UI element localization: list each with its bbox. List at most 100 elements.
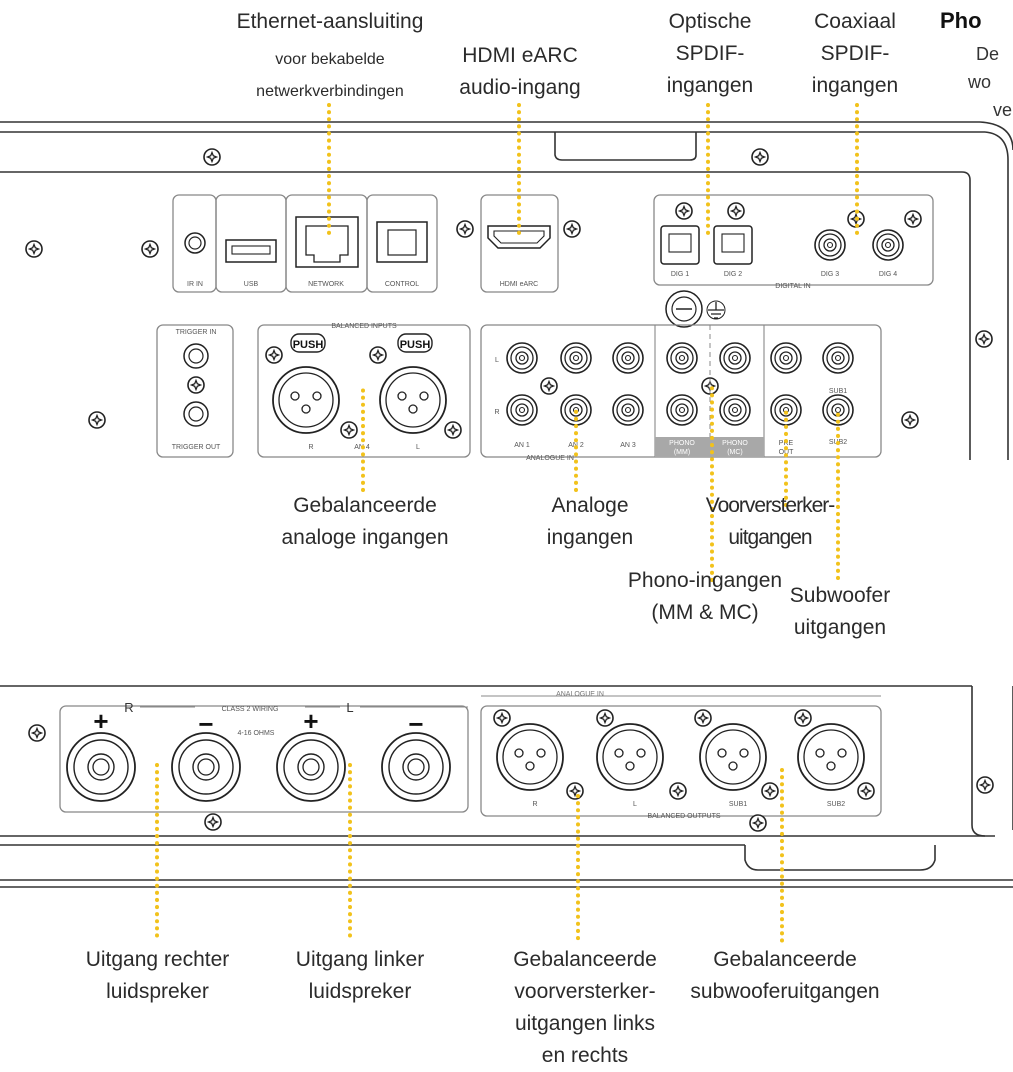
panel-label-network: NETWORK [308, 281, 344, 288]
rca-grid [506, 342, 854, 426]
panel-label-analogue-in-cut: ANALOGUE IN [556, 691, 604, 698]
panel-label-spk-r: R [124, 700, 133, 715]
side-line-2: wo [968, 72, 992, 92]
balanced-outputs [480, 695, 994, 832]
callout-pre-out-line2: uitgangen [728, 526, 812, 549]
callout-balanced-sub: Gebalanceerde subwooferuitgangen [670, 944, 900, 1008]
panel-label-balanced-outputs: BALANCED OUTPUTS [647, 813, 720, 820]
chassis-bottom [0, 685, 1013, 888]
callout-pre-out-line1: Voorversterker- [705, 494, 836, 517]
callout-phono-line2: (MM & MC) [651, 601, 759, 624]
callout-hdmi-line1: HDMI eARC [462, 44, 578, 67]
callout-balanced-sub-line1: Gebalanceerde [713, 948, 857, 971]
callout-optical-line3: ingangen [666, 74, 754, 97]
callout-coax: Coaxiaal SPDIF- ingangen [795, 6, 915, 102]
callout-ethernet-line2: voor bekabelde [275, 51, 385, 68]
callout-analogue-in-line1: Analoge [551, 494, 629, 517]
callout-right-speaker: Uitgang rechter luidspreker [60, 944, 255, 1008]
panel-label-plus: + [93, 706, 108, 736]
callout-hdmi: HDMI eARC audio-ingang [440, 40, 600, 104]
panel-label-hdmi-earc: HDMI eARC [500, 281, 539, 288]
callout-ethernet-sub: voor bekabelde netwerkverbindingen [210, 44, 450, 108]
callout-analogue-in-line2: ingangen [546, 526, 634, 549]
side-title: Pho [940, 8, 982, 33]
panel-label-trigger-out: TRIGGER OUT [172, 444, 221, 451]
callout-analogue-in: Analoge ingangen [520, 490, 660, 554]
panel-label-trigger-in: TRIGGER IN [176, 329, 217, 336]
panel-label-out-sub1: SUB1 [729, 801, 747, 808]
callout-right-speaker-line1: Uitgang rechter [85, 948, 230, 971]
panel-label-push: PUSH [400, 339, 431, 351]
side-line-3: ve [993, 100, 1013, 120]
panel-labels: IR IN USB NETWORK CONTROL HDMI eARC DIGITAL I… [93, 271, 897, 820]
callout-balanced-in: Gebalanceerde analoge ingangen [250, 490, 480, 554]
panel-label-pre-out2: OUT [779, 449, 795, 456]
callout-left-speaker-line1: Uitgang linker [295, 948, 425, 971]
panel-label-minus: − [198, 709, 213, 739]
panel-label-bal-l: L [416, 444, 420, 451]
chassis-top [0, 121, 1013, 460]
panel-label-spk-l: L [346, 700, 353, 715]
panel-label-phono-mc2: (MC) [727, 449, 743, 456]
callout-ethernet-line3: netwerkverbindingen [256, 83, 404, 100]
callout-right-speaker-line2: luidspreker [106, 980, 209, 1003]
panel-label-an-r: R [494, 409, 499, 416]
panel-label-bal-r: R [308, 444, 313, 451]
callout-balanced-pre-line1: Gebalanceerde [513, 948, 657, 971]
panel-label-phono-mc1: PHONO [722, 440, 748, 447]
callout-sub-out-line2: uitgangen [793, 616, 887, 639]
panel-label-out-sub2: SUB2 [827, 801, 845, 808]
panel-label-minus: − [408, 709, 423, 739]
panel-label-an3: AN 3 [620, 442, 636, 449]
panel-label-balanced-inputs: BALANCED INPUTS [331, 323, 397, 330]
callout-ethernet-title: Ethernet-aansluiting [236, 10, 424, 33]
panel-label-dig4: DIG 4 [879, 271, 897, 278]
callout-ethernet: Ethernet-aansluiting [210, 6, 450, 38]
callout-left-speaker: Uitgang linker luidspreker [270, 944, 450, 1008]
panel-label-phono-mm2: (MM) [674, 449, 690, 456]
callout-balanced-pre-line4: en rechts [541, 1044, 629, 1067]
panel-label-dig3: DIG 3 [821, 271, 839, 278]
panel-label-ir-in: IR IN [187, 281, 203, 288]
callout-sub-out-line1: Subwoofer [789, 584, 891, 607]
side-line-1: De [976, 44, 1000, 64]
callout-balanced-pre-line3: uitgangen links [514, 1012, 656, 1035]
leader-lines [155, 103, 859, 944]
panel-label-usb: USB [244, 281, 259, 288]
panel-label-dig1: DIG 1 [671, 271, 689, 278]
panel-label-ohms: 4-16 OHMS [238, 730, 275, 737]
callout-balanced-pre-line2: voorversterker- [514, 980, 656, 1003]
panel-label-class2: CLASS 2 WIRING [222, 706, 279, 713]
callout-coax-line2: SPDIF- [820, 42, 890, 65]
callout-phono-line1: Phono-ingangen [627, 569, 783, 592]
panel-label-control: CONTROL [385, 281, 419, 288]
panel-label-phono-mm1: PHONO [669, 440, 695, 447]
callout-balanced-in-line1: Gebalanceerde [293, 494, 437, 517]
panel-label-push: PUSH [293, 339, 324, 351]
callout-coax-line3: ingangen [811, 74, 899, 97]
callout-balanced-sub-line2: subwooferuitgangen [690, 980, 880, 1003]
panel-label-plus: + [303, 706, 318, 736]
callout-optical-line1: Optische [668, 10, 752, 33]
panel-label-pre-out1: PRE [779, 440, 794, 447]
panel-label-out-l: L [633, 801, 637, 808]
callout-left-speaker-line2: luidspreker [308, 980, 412, 1003]
panel-label-analogue-in: ANALOGUE IN [526, 455, 574, 462]
panel-label-sub1: SUB1 [829, 388, 847, 395]
callout-coax-line1: Coaxiaal [814, 10, 896, 33]
panel-label-digital-in: DIGITAL IN [775, 283, 810, 290]
panel-label-an1: AN 1 [514, 442, 530, 449]
panel-label-an-l: L [495, 357, 499, 364]
callout-balanced-pre: Gebalanceerde voorversterker- uitgangen … [485, 944, 685, 1072]
callout-optical: Optische SPDIF- ingangen [650, 6, 770, 102]
callout-sub-out: Subwoofer uitgangen [770, 580, 910, 644]
callout-phono: Phono-ingangen (MM & MC) [605, 565, 805, 629]
callout-balanced-in-line2: analoge ingangen [281, 526, 449, 549]
callout-optical-line2: SPDIF- [675, 42, 745, 65]
speaker-terminals [28, 705, 469, 831]
panel-label-dig2: DIG 2 [724, 271, 742, 278]
panel-label-out-r: R [532, 801, 537, 808]
top-connector-row [172, 194, 934, 293]
callout-pre-out: Voorversterker- uitgangen [695, 490, 845, 554]
